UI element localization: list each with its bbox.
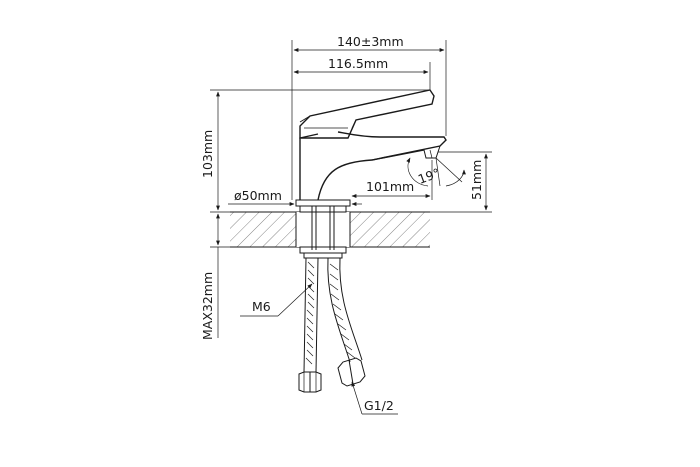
dimension-spout-reach: 116.5mm [293, 56, 431, 90]
dimension-spout-length: 101mm [351, 160, 433, 200]
label-spout-length: 101mm [366, 179, 414, 194]
dimension-spout-height: 51mm [430, 151, 492, 213]
label-max-deck-thickness: MAX32mm [200, 272, 215, 340]
dimension-height: 103mm [200, 89, 430, 213]
label-base-diameter: ø50mm [234, 188, 282, 203]
label-spout-height: 51mm [469, 160, 484, 200]
label-overall-width: 140±3mm [337, 34, 404, 49]
label-spout-angle: 19° [416, 165, 442, 187]
label-hose-connection: G1/2 [364, 398, 394, 413]
label-height: 103mm [200, 130, 215, 178]
dimension-base-diameter: ø50mm [228, 188, 362, 206]
flexible-hoses [298, 257, 366, 393]
dimension-max-deck-thickness: MAX32mm [200, 213, 230, 340]
dimension-overall-width: 140±3mm [291, 34, 447, 200]
callout-hose-connection: G1/2 [351, 381, 398, 415]
callout-mounting-stud: M6 [240, 283, 313, 317]
dimension-spout-angle: 19° [406, 157, 466, 187]
label-spout-reach: 116.5mm [328, 56, 388, 71]
label-mounting-stud: M6 [252, 299, 271, 314]
mounting-studs [299, 206, 347, 259]
faucet-body [295, 89, 447, 213]
